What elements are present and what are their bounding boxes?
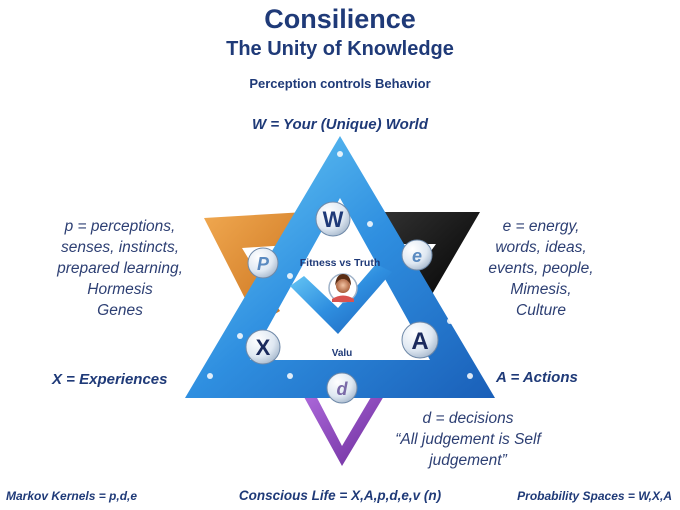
svg-text:e: e [412,246,422,266]
purple-band-gap [314,392,374,446]
actions-label: A = Actions [496,369,578,386]
decisions-description: d = decisions “All judgement is Self jud… [378,408,558,471]
energy-line: Mimesis, [510,281,572,298]
band-decorations [207,151,473,379]
svg-text:W: W [323,207,344,232]
decisions-line: “All judgement is Self [395,431,541,448]
node-P: P [247,247,279,279]
perceptions-line: senses, instincts, [60,239,180,256]
footer-probability-spaces: Probability Spaces = W,X,A [517,489,672,503]
consilience-star-diagram: Fitness vs Truth Valu W P e X A d [185,136,495,466]
node-d: d [326,372,358,404]
node-A: A [401,321,439,359]
svg-text:P: P [257,254,270,274]
avatar-hair [335,274,351,286]
energy-line: events, people, [488,260,594,277]
perceptions-line: Genes [97,302,143,319]
perceptions-line: p = perceptions, [64,218,176,235]
perceptions-line: prepared learning, [57,260,183,277]
svg-text:A: A [411,328,428,355]
decisions-line: judgement” [429,452,507,469]
node-X: X [245,329,281,365]
tagline: Perception controls Behavior [249,76,431,91]
footer-conscious-life: Conscious Life = X,A,p,d,e,v (n) [238,488,442,503]
experiences-label: X = Experiences [52,371,168,388]
energy-line: e = energy, [502,218,580,235]
decisions-line: d = decisions [422,410,514,427]
svg-text:X: X [256,335,271,360]
avatar-shirt [332,295,354,302]
perceptions-description: p = perceptions, senses, instincts, prep… [40,216,200,321]
avatar-face [336,279,350,293]
perceptions-line: Hormesis [87,281,153,298]
page-title: Consilience [264,4,416,34]
footer-markov-kernels: Markov Kernels = p,d,e [6,489,138,503]
page-subtitle: The Unity of Knowledge [226,38,454,60]
center-check-shape [290,264,392,334]
node-e: e [401,239,433,271]
energy-description: e = energy, words, ideas, events, people… [476,216,606,321]
node-W: W [315,201,351,237]
energy-line: words, ideas, [495,239,587,256]
world-label: W = Your (Unique) World [252,116,428,133]
energy-line: Culture [516,302,566,319]
center-label: Fitness vs Truth [300,257,381,269]
svg-text:d: d [337,379,349,399]
center-sub-label: Valu [332,348,353,359]
